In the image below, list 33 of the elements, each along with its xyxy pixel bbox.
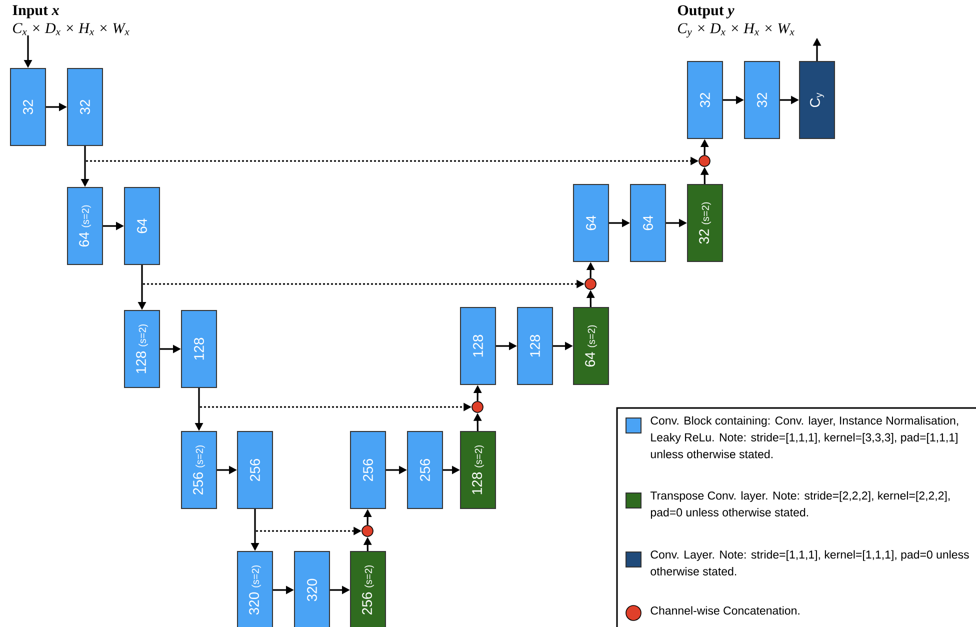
conv-block: 32 [10, 68, 46, 146]
transpose-conv-block: 64 (s=2) [573, 307, 609, 385]
conv-block: 256 [237, 431, 273, 509]
io-label: Input x C$_{x}$ × D$_{x}$ × H$_{x}$ × W$_{x}$ [12, 5, 130, 36]
conv-block: 32 [687, 61, 723, 139]
conv-block: 64 [573, 184, 609, 262]
legend-text: Conv. Layer. Note: stride=[1,1,1], kernel=[1,1,1], pad=0 unless otherwise stated. [650, 550, 969, 576]
conv-block: 64 [124, 187, 160, 265]
concat-circle [584, 278, 596, 290]
conv-block: 32 [744, 61, 780, 139]
conv-block: 128 (s=2) [124, 310, 160, 388]
concat-circle [472, 401, 484, 413]
conv-block: 64 (s=2) [67, 187, 103, 265]
conv-block: 128 [517, 307, 553, 385]
conv-block: 128 [460, 307, 496, 385]
transpose-conv-block: 256 (s=2) [350, 551, 386, 627]
io-label: Outputy C$_{y}$ × D$_{x}$ × H$_{x}$ × W$_{x}$ [678, 5, 794, 38]
conv-block: 32 [67, 68, 103, 146]
conv-block: 256 (s=2) [181, 431, 217, 509]
conv-block: 64 [630, 184, 666, 262]
legend-text: Transpose Conv. layer. Note: stride=[2,2,2], kernel=[2,2,2], pad=0 unless otherwise stated. [650, 491, 950, 519]
conv-block: 320 [294, 551, 330, 627]
concat-circle [362, 525, 374, 537]
conv-block: 320 (s=2) [237, 551, 273, 627]
conv-block: 256 [350, 431, 386, 509]
transpose-conv-block: 128 (s=2) [460, 431, 496, 509]
conv-block: 128 [181, 310, 217, 388]
conv-block: 256 [407, 431, 443, 509]
legend-text: Conv. Block containing: Conv. layer, Instance Normalisation, Leaky ReLu. Note: stride=[1,1,1], kernel=[3,3,3], pad=[1,1,1] unless otherwise stated. [650, 416, 958, 458]
conv-layer-block: C$_{y}$ [799, 61, 836, 139]
transpose-conv-block: 32 (s=2) [687, 184, 723, 262]
legend-text: Channel-wise Concatenation. [650, 606, 800, 615]
concat-circle [698, 155, 710, 167]
